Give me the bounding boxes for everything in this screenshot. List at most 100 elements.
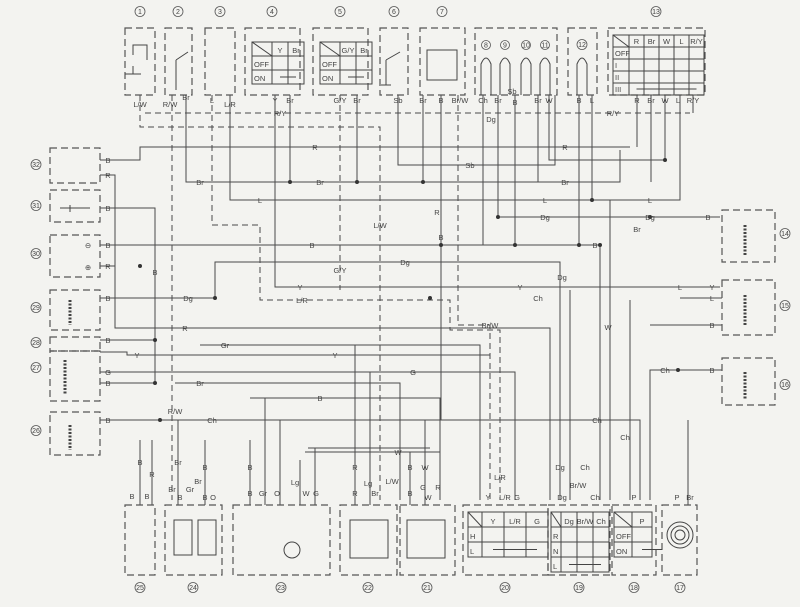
junction-dot bbox=[577, 243, 581, 247]
bulb-icon bbox=[499, 57, 511, 95]
component-12-box bbox=[567, 27, 598, 96]
wire-label: R bbox=[182, 324, 188, 333]
dashed-wire bbox=[139, 95, 381, 500]
wire-label: R bbox=[105, 262, 111, 271]
component-number: 17 bbox=[676, 585, 684, 592]
component-number-circle bbox=[30, 425, 42, 436]
table-diagonal bbox=[319, 41, 341, 57]
table-header: R/Y bbox=[690, 37, 703, 46]
component-number-circle bbox=[30, 248, 42, 259]
junction-dot bbox=[648, 215, 652, 219]
table-diagonal bbox=[467, 511, 483, 528]
pin-label: Br bbox=[419, 96, 427, 105]
wire-label: R bbox=[562, 143, 568, 152]
table-row-label: OFF bbox=[322, 60, 337, 69]
switch-icon bbox=[381, 51, 401, 86]
wire-label: B bbox=[709, 321, 714, 330]
pin-label: Br/W bbox=[570, 481, 588, 490]
switch-icon bbox=[125, 44, 148, 75]
component-number-circle bbox=[573, 582, 585, 593]
wire bbox=[397, 95, 556, 166]
component-number: 11 bbox=[541, 43, 548, 50]
component-number: 1 bbox=[138, 9, 142, 16]
component-18-box bbox=[611, 504, 657, 576]
pin-label: Br/W bbox=[452, 96, 470, 105]
wire-label: Ch bbox=[592, 416, 602, 425]
wire-label: Dg bbox=[645, 213, 655, 222]
wire-label: Y bbox=[134, 351, 139, 360]
wire-label: Br bbox=[561, 178, 569, 187]
pin-label: L/R bbox=[499, 493, 511, 502]
pin-label: B bbox=[202, 493, 207, 502]
control-unit-icon bbox=[406, 519, 446, 559]
wire-label: Ch bbox=[207, 416, 217, 425]
pin-label: Br bbox=[494, 96, 502, 105]
wire-label: B bbox=[709, 366, 714, 375]
table-header: P bbox=[639, 517, 644, 526]
wire-label: Br bbox=[196, 178, 204, 187]
component-26-box bbox=[49, 411, 101, 456]
wire-label: R bbox=[352, 463, 358, 472]
component-29-box bbox=[49, 289, 101, 331]
component-number: 32 bbox=[32, 162, 40, 169]
wire bbox=[250, 397, 441, 500]
junction-dot bbox=[153, 338, 157, 342]
pin-label: R/W bbox=[163, 100, 179, 109]
motor-icon bbox=[283, 541, 301, 559]
component-number-circle bbox=[576, 39, 588, 50]
wire-label: L bbox=[678, 283, 682, 292]
component-number: 26 bbox=[32, 428, 40, 435]
table-header: Ch bbox=[596, 517, 606, 526]
component-number: 25 bbox=[136, 585, 144, 592]
battery-minus-icon: ⊖ bbox=[85, 241, 91, 250]
component-number: 12 bbox=[578, 42, 586, 49]
component-16-box bbox=[721, 357, 776, 406]
junction-dot bbox=[439, 243, 443, 247]
component-number-circle bbox=[521, 40, 531, 50]
component-number-circle bbox=[134, 582, 146, 593]
wire-label: Br bbox=[174, 458, 182, 467]
wire-label: R/W bbox=[168, 407, 184, 416]
horn-icon bbox=[666, 521, 694, 549]
wire-label: R bbox=[149, 470, 155, 479]
component-number: 21 bbox=[423, 585, 431, 592]
indicator-lamps-box bbox=[474, 27, 558, 96]
pin-label: Br bbox=[534, 96, 542, 105]
pin-label: W bbox=[302, 489, 310, 498]
table-header: Br bbox=[360, 46, 368, 55]
component-number: 20 bbox=[501, 585, 509, 592]
component-14-box bbox=[721, 209, 776, 263]
wire-label: B bbox=[202, 463, 207, 472]
pin-label: Ch bbox=[590, 493, 600, 502]
component-number-circle bbox=[481, 40, 491, 50]
component-number-circle bbox=[30, 337, 42, 348]
pin-label: L/R bbox=[224, 100, 236, 109]
wire-label: L bbox=[258, 196, 262, 205]
junction-dot bbox=[288, 180, 292, 184]
pin-label: L/W bbox=[385, 477, 399, 486]
wire-label: L bbox=[648, 196, 652, 205]
wire-label: Sb bbox=[465, 161, 474, 170]
table-row-label: ON bbox=[616, 547, 627, 556]
junction-dot bbox=[496, 215, 500, 219]
component-31-box bbox=[49, 189, 101, 223]
wire-label: R bbox=[312, 143, 318, 152]
table-row-label: OFF bbox=[254, 60, 269, 69]
dashed-wire bbox=[457, 95, 491, 500]
junction-dot bbox=[355, 180, 359, 184]
pin-label: W bbox=[661, 96, 669, 105]
wire bbox=[100, 371, 516, 500]
component-27-box bbox=[49, 350, 101, 402]
pin-label: L/W bbox=[133, 100, 147, 109]
horn-icon bbox=[670, 525, 690, 545]
pin-label: Gr bbox=[186, 485, 195, 494]
wire-label: L/R bbox=[296, 296, 308, 305]
wire-label: Dg bbox=[540, 213, 550, 222]
pin-label: P bbox=[631, 493, 636, 502]
table-row-label: II bbox=[615, 73, 619, 82]
bulb-icon bbox=[539, 57, 551, 95]
component-number: 3 bbox=[218, 9, 222, 16]
pin-label: Lg bbox=[291, 478, 299, 487]
